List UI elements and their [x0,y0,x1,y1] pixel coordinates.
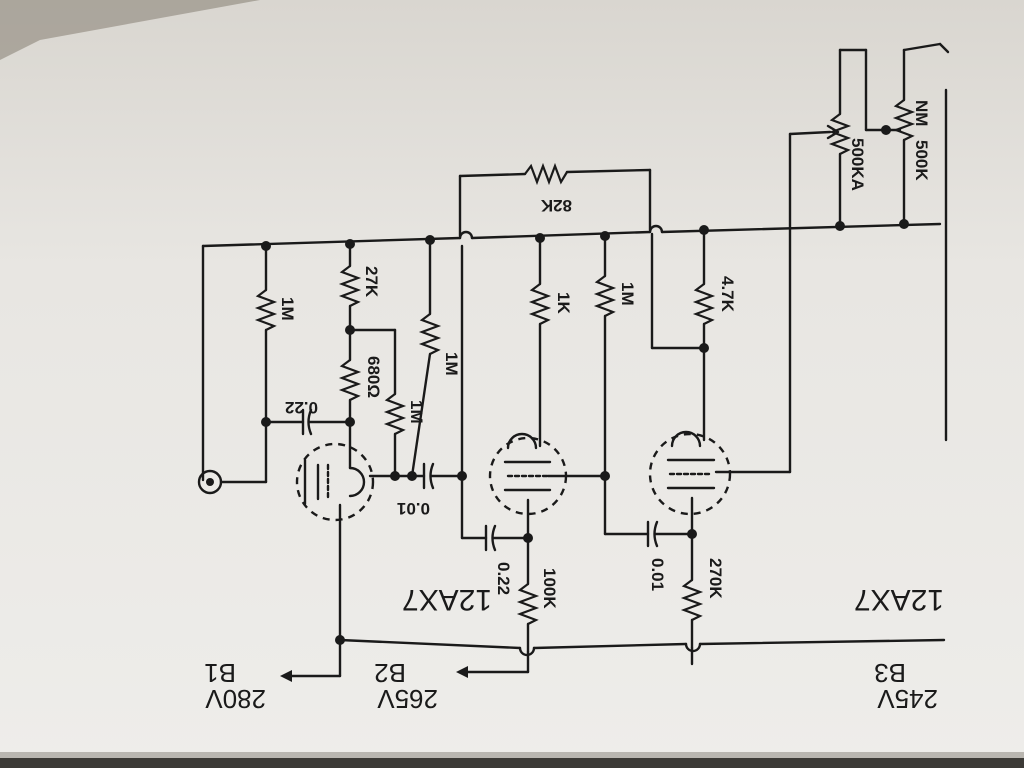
label-r-680: 680Ω [364,356,383,398]
label-r-1m-c: 1M [618,282,637,306]
main-rail [201,222,942,482]
label-r-1k: 1K [554,292,573,314]
label-b1-voltage: 280V [205,684,266,714]
resistor-1m-b: 1M [410,235,461,478]
pot-500ka: 500KA [826,48,902,231]
label-pot-nm: NM [912,100,931,126]
resistor-680: 680Ω [338,328,383,427]
resistor-82k: 82K [458,162,652,238]
input-jack [197,420,268,495]
label-b3-name: B3 [874,658,906,688]
supply-b-rail [280,635,946,682]
label-tube-1: 12AX7 [402,583,492,616]
label-b2-voltage: 265V [377,684,438,714]
resistor-270k: 270K [680,532,725,650]
label-c-022-input: 0.22 [285,398,318,417]
label-r-1m-grid: 1M [278,297,297,321]
output-line [788,130,832,474]
tube-1 [295,420,375,642]
background-corner [0,0,260,60]
label-r-100k: 100K [540,568,559,609]
resistor-4-7k: 4.7K [650,225,737,442]
label-pot-500ka: 500KA [848,138,867,191]
label-r-4-7k: 4.7K [718,276,737,313]
bottom-edge-light [0,752,1024,758]
pot-500k: 500K NM [892,42,950,229]
label-b2-name: B2 [374,658,406,688]
tube-3 [648,430,792,536]
label-r-270k: 270K [706,558,725,599]
label-tube-2: 12AX7 [854,583,944,616]
resistor-1m-grid: 1M [254,241,297,427]
capacitor-022-input: 0.22 [264,398,352,436]
capacitor-022-b: 0.22 [460,244,533,595]
capacitor-001-b: 0.01 [603,520,697,591]
label-b3-voltage: 245V [877,684,938,714]
label-r-27k: 27K [362,266,381,298]
label-c-001-b: 0.01 [648,558,667,591]
label-pot-500k: 500K [912,140,931,181]
label-r-82k: 82K [540,196,572,215]
bottom-edge [0,758,1024,768]
resistor-1m-c: 1M [593,231,637,536]
label-c-001-a: 0.01 [397,499,430,518]
capacitor-001-a: 0.01 [368,462,467,518]
label-c-022-b: 0.22 [494,562,513,595]
label-b1-name: B1 [204,658,236,688]
resistor-100k: 100K [516,536,559,654]
resistor-1k: 1K [528,233,573,448]
label-r-1m-b: 1M [442,352,461,376]
